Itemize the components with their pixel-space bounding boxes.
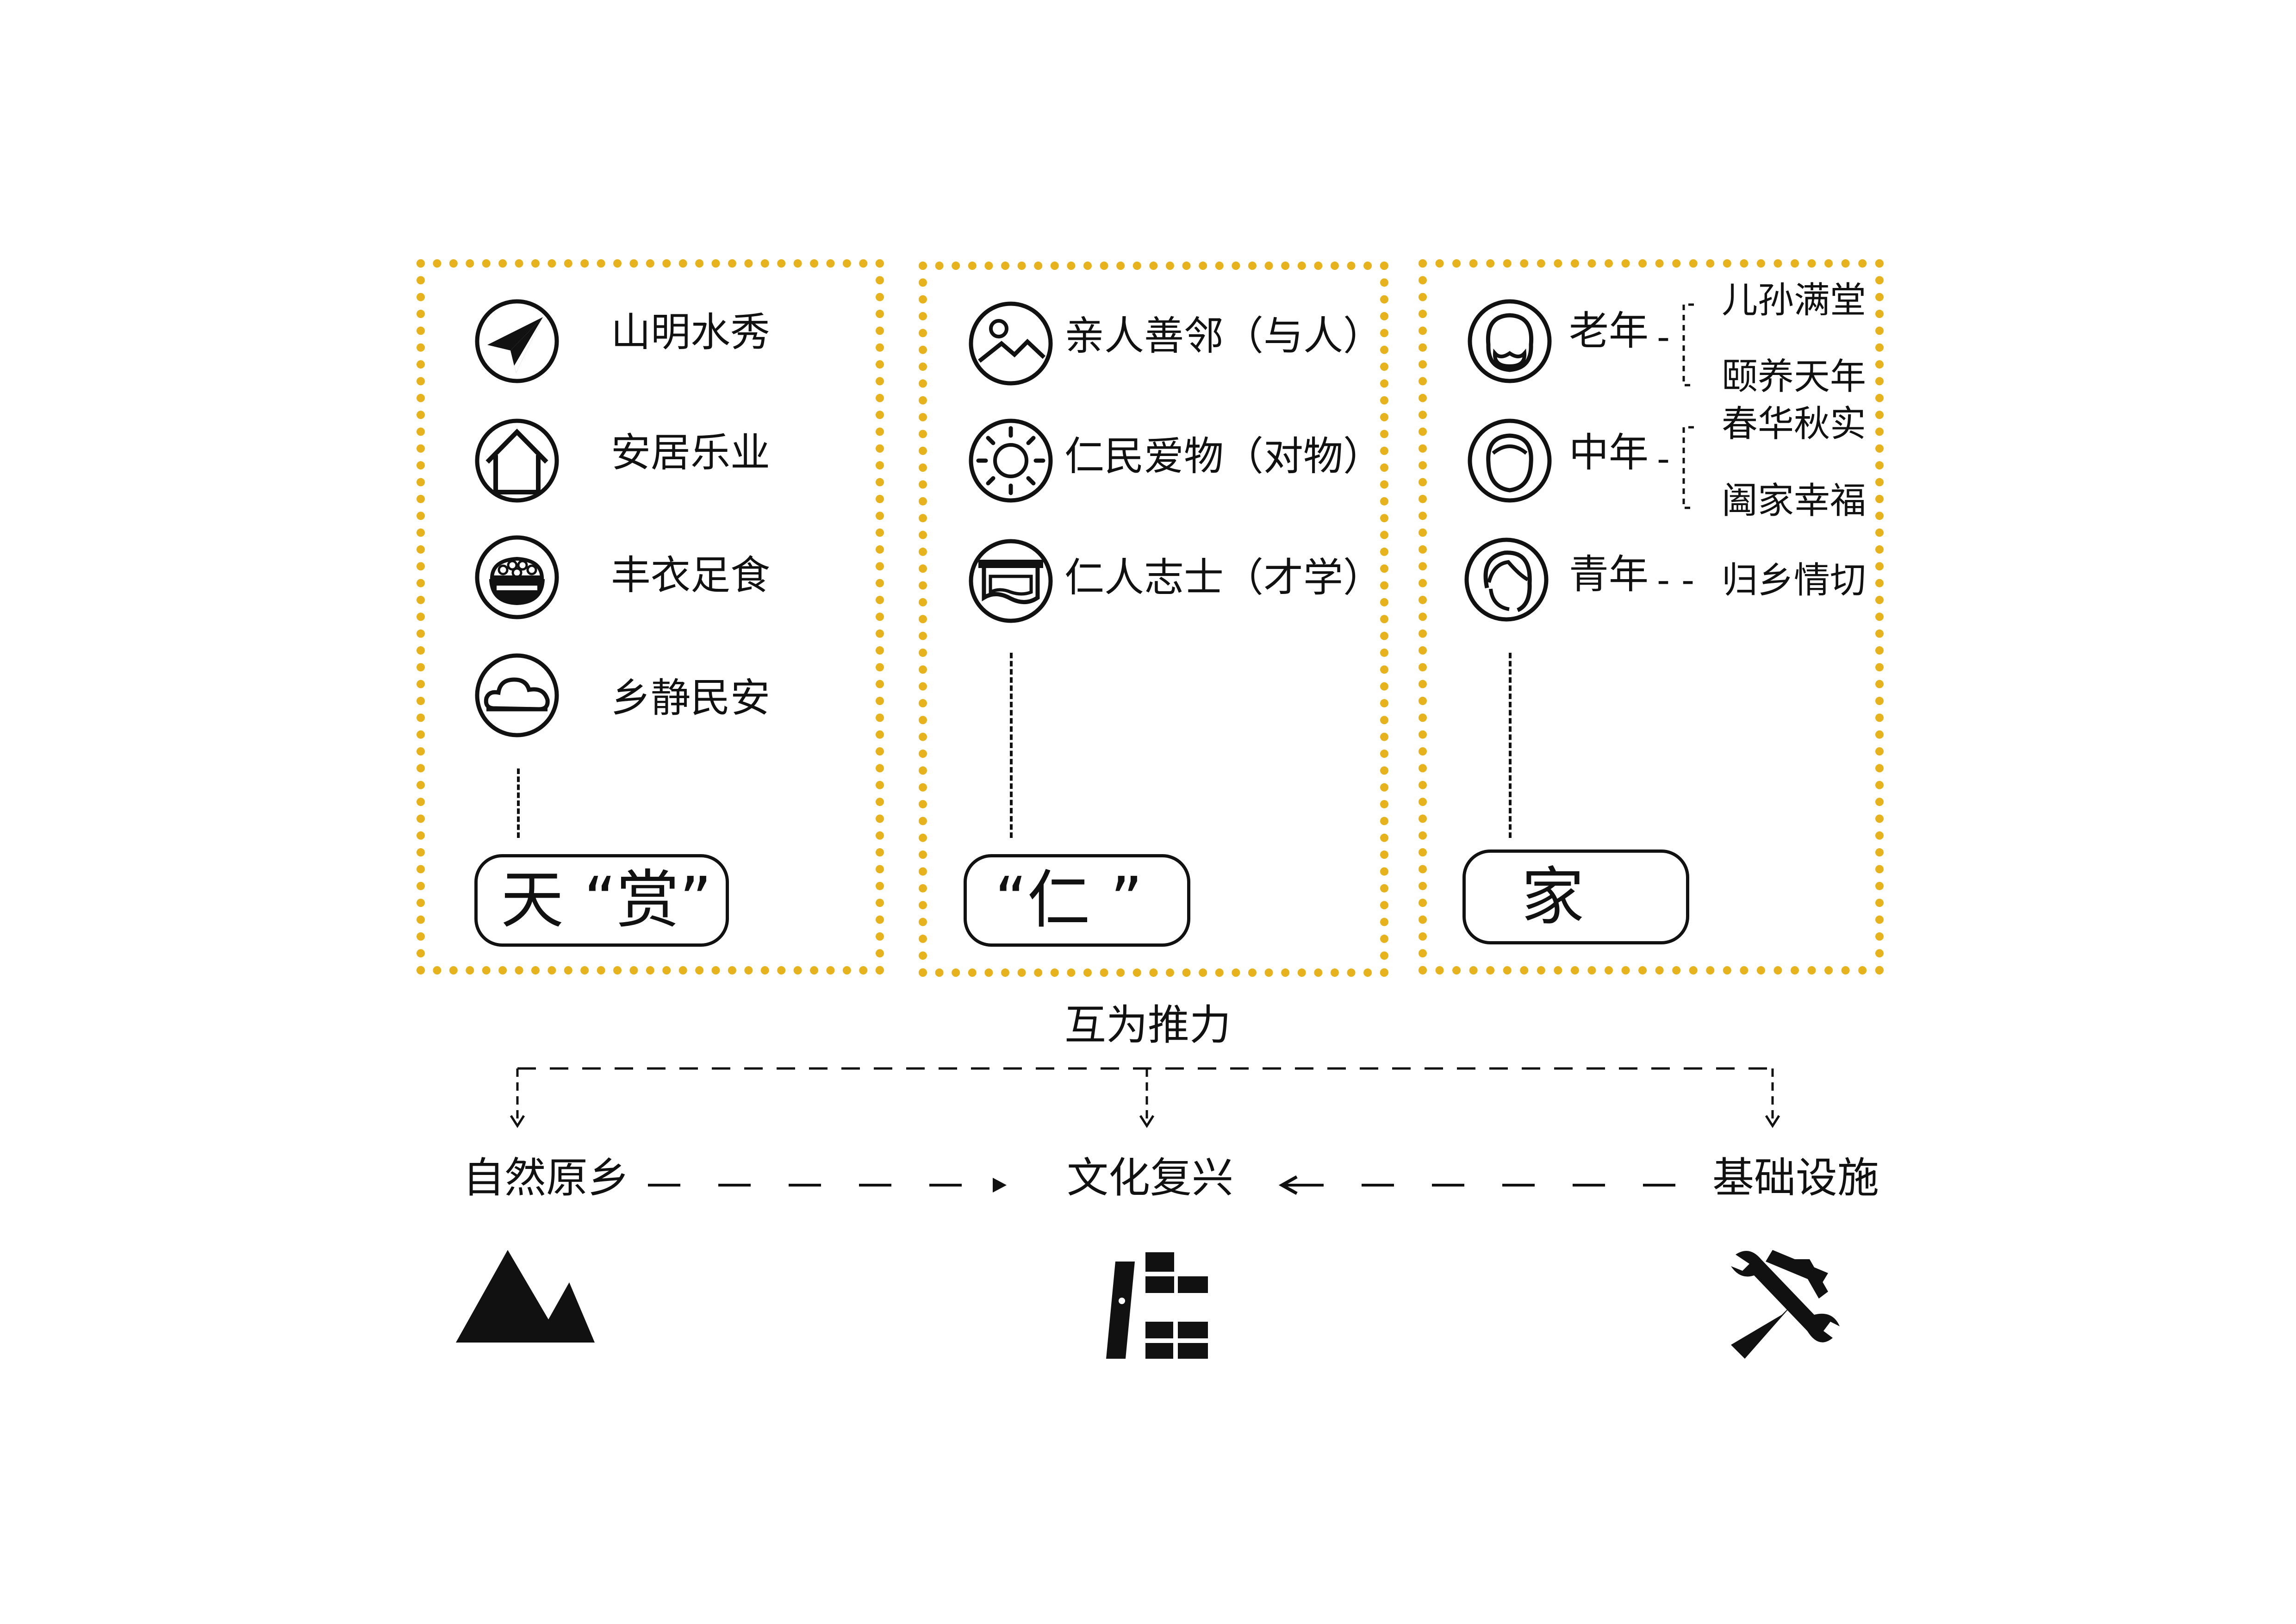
rice-bowl-icon	[475, 535, 559, 619]
mountain-icon	[456, 1250, 595, 1343]
elder-outcome-1: 儿孙满堂	[1722, 280, 1867, 321]
mutual-push-connector	[510, 1067, 1780, 1128]
middle-outcome-1: 春华秋实	[1722, 403, 1867, 445]
middle-bracket	[1682, 426, 1694, 509]
panel2-label: “仁 ”	[964, 854, 1190, 947]
panel-tian-shang	[417, 259, 884, 974]
panel-jia	[1419, 259, 1884, 974]
panel-ren	[919, 262, 1388, 977]
elder-bracket	[1682, 303, 1694, 387]
bottom-right-label: 基础设施	[1712, 1154, 1879, 1202]
panel2-connector	[1010, 653, 1013, 838]
elder-connector: -	[1657, 317, 1670, 358]
panel1-item-3: 丰衣足食	[611, 552, 770, 599]
panel1-item-4: 乡静民安	[611, 675, 770, 721]
panel2-item-1: 亲人善邻（与人）	[1064, 313, 1383, 359]
right-to-center-arrow	[1278, 1175, 1675, 1195]
middle-connector: -	[1657, 438, 1670, 480]
left-to-center-arrow	[648, 1178, 1007, 1193]
adult-face-icon	[1468, 418, 1552, 503]
bottom-left-label: 自然原乡	[463, 1154, 629, 1202]
panel2-item-2: 仁民爱物（对物）	[1064, 433, 1383, 480]
bottom-center-label: 文化复兴	[1067, 1154, 1233, 1202]
elder-face-icon	[1468, 299, 1552, 383]
cloud-icon	[475, 653, 559, 737]
sun-icon	[969, 418, 1053, 503]
books-icon	[1106, 1252, 1208, 1359]
young-outcome-1: 归乡情切	[1722, 560, 1867, 601]
mutual-push-label: 互为推力	[1064, 1001, 1231, 1049]
middle-outcome-2: 阖家幸福	[1722, 480, 1867, 522]
panel3-connector	[1509, 653, 1512, 838]
age-label-elder: 老年	[1569, 308, 1649, 354]
panel3-label: 家	[1462, 849, 1689, 944]
elder-outcome-2: 颐养天年	[1722, 356, 1867, 398]
panel1-item-2: 安居乐业	[611, 430, 770, 476]
panel2-item-3: 仁人志士（才学）	[1064, 555, 1383, 601]
age-label-young: 青年	[1569, 551, 1649, 598]
paper-plane-icon	[475, 299, 559, 383]
tools-icon	[1731, 1250, 1840, 1359]
landscape-photo-icon	[969, 301, 1053, 386]
house-icon	[475, 418, 559, 503]
scroll-icon	[969, 539, 1053, 623]
panel1-connector	[517, 768, 520, 838]
young-connector: - -	[1657, 560, 1695, 601]
panel1-item-1: 山明水秀	[611, 309, 770, 356]
panel1-label: 天 “赏”	[474, 854, 729, 947]
age-label-middle: 中年	[1569, 430, 1649, 476]
young-face-icon	[1464, 537, 1549, 622]
